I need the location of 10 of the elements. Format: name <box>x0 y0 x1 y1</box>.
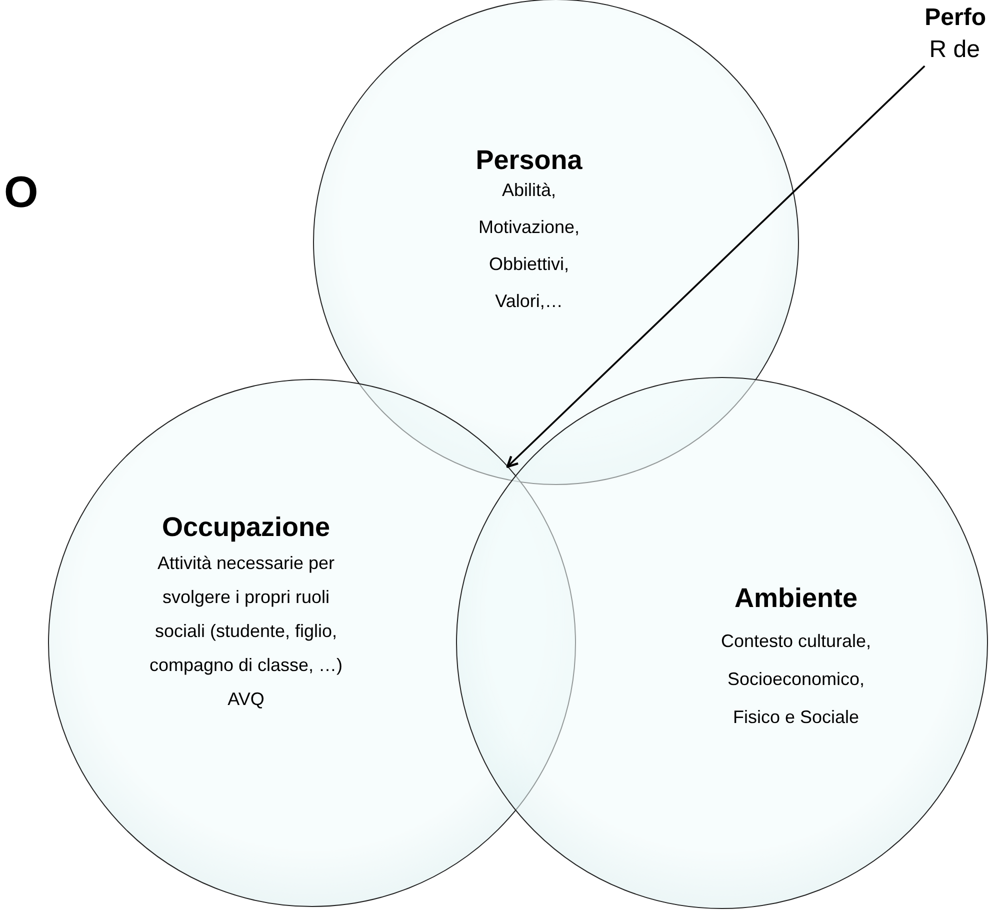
callout-title: Perfo <box>924 3 986 33</box>
circle-title: Occupazione <box>160 512 332 543</box>
circle-title: Persona <box>474 145 584 176</box>
leader-arrow <box>506 65 926 468</box>
callout-text: R de <box>928 35 980 65</box>
circle-description: Attività necessarie per svolgere i propri ruoli sociali (studente, figlio, compagno di classe, …) AVQ <box>148 552 344 711</box>
circle-description: Abilità, Motivazione, Obbiettivi, Valori,… <box>477 179 581 313</box>
circle-title: Ambiente <box>733 583 859 614</box>
circle-description: Contesto culturale, Socioeconomico, Fisico e Sociale <box>720 630 872 729</box>
side-letter: O <box>4 168 38 218</box>
